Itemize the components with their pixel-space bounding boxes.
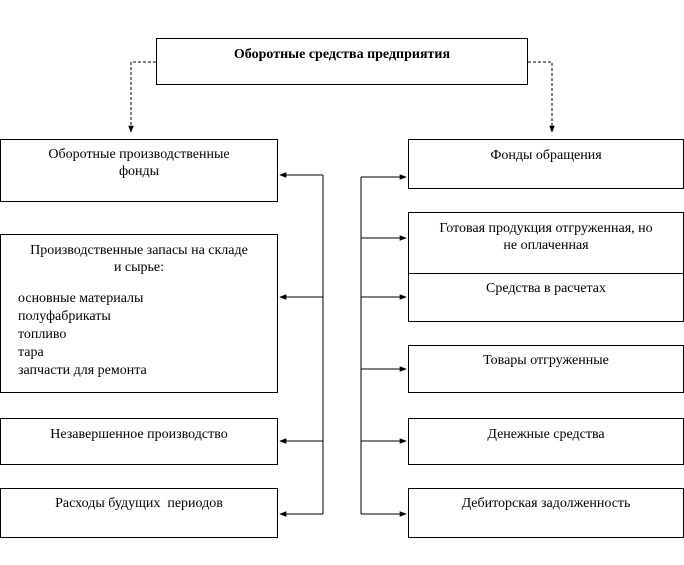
node-goods-label: Товары отгруженные xyxy=(483,353,609,368)
list-item: полуфабрикаты xyxy=(18,309,111,324)
node-finished-line-1: Готовая продукция отгруженная, но xyxy=(439,221,653,236)
node-wip-label: Незавершенное производство xyxy=(50,427,228,442)
node-receivables-label: Дебиторская задолженность xyxy=(461,496,631,511)
node-finished-line-2: не оплаченная xyxy=(503,238,589,253)
divider xyxy=(409,273,683,274)
arrow-root-to-left xyxy=(128,61,156,133)
node-settlements-label: Средства в расчетах xyxy=(486,281,606,296)
node-work-in-progress: Незавершенное производство xyxy=(0,418,278,465)
node-finished-goods-text: Готовая продукция отгруженная, но не опл… xyxy=(409,220,683,254)
root-title: Оборотные средства предприятия xyxy=(233,47,451,62)
node-cash: Денежные средства xyxy=(408,418,684,465)
node-receivables: Дебиторская задолженность xyxy=(408,488,684,538)
stocks-list: основные материалы полуфабрикаты топливо… xyxy=(1,290,277,380)
node-production-funds-line-1: Оборотные производственные xyxy=(48,147,230,162)
node-production-stocks: Производственные запасы на складе и сырь… xyxy=(0,234,278,393)
node-cash-label: Денежные средства xyxy=(487,427,605,442)
node-stocks-heading-1: Производственные запасы на складе xyxy=(30,243,248,258)
node-stocks-heading-2: и сырье: xyxy=(113,260,165,275)
list-item: запчасти для ремонта xyxy=(18,363,147,378)
root-node: Оборотные средства предприятия xyxy=(156,38,528,85)
node-deferred-expenses: Расходы будущих периодов xyxy=(0,488,278,538)
node-deferred-label: Расходы будущих периодов xyxy=(55,496,223,511)
node-goods-shipped: Товары отгруженные xyxy=(408,345,684,393)
node-production-funds-line-2: фонды xyxy=(118,164,160,179)
list-item: основные материалы xyxy=(18,291,144,306)
arrow-root-to-right xyxy=(528,61,555,133)
node-finished-goods-shipped: Готовая продукция отгруженная, но не опл… xyxy=(408,212,684,322)
node-circulation-funds: Фонды обращения xyxy=(408,139,684,189)
node-circulation-funds-label: Фонды обращения xyxy=(490,148,602,163)
node-production-funds: Оборотные производственные фонды xyxy=(0,139,278,202)
list-item: тара xyxy=(18,345,44,360)
list-item: топливо xyxy=(18,327,67,342)
